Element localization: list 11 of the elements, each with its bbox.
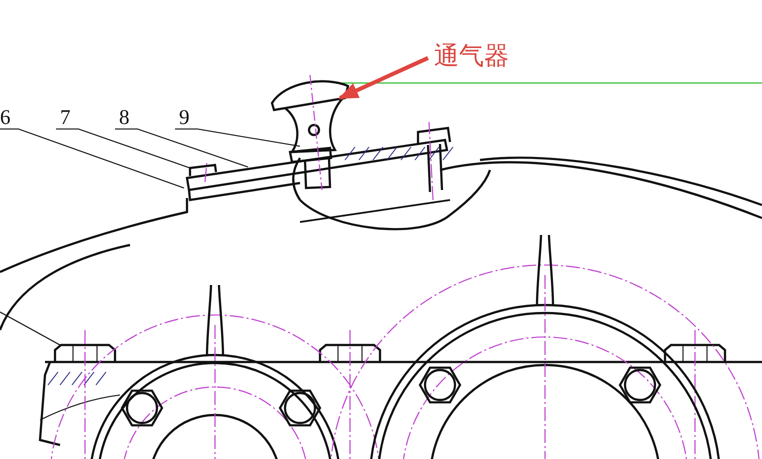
- callout-number: 8: [119, 107, 130, 128]
- callout-number: 9: [179, 107, 190, 128]
- leader-line: [0, 128, 184, 188]
- leader-line: [174, 128, 300, 147]
- arrow: [338, 56, 429, 100]
- callout-number: 7: [60, 107, 70, 128]
- leader-line: [114, 128, 248, 168]
- callout-label: 通气器: [434, 43, 509, 68]
- leader-line: [56, 128, 190, 168]
- breather-drawing: [270, 74, 350, 190]
- callout-number: 6: [0, 107, 10, 128]
